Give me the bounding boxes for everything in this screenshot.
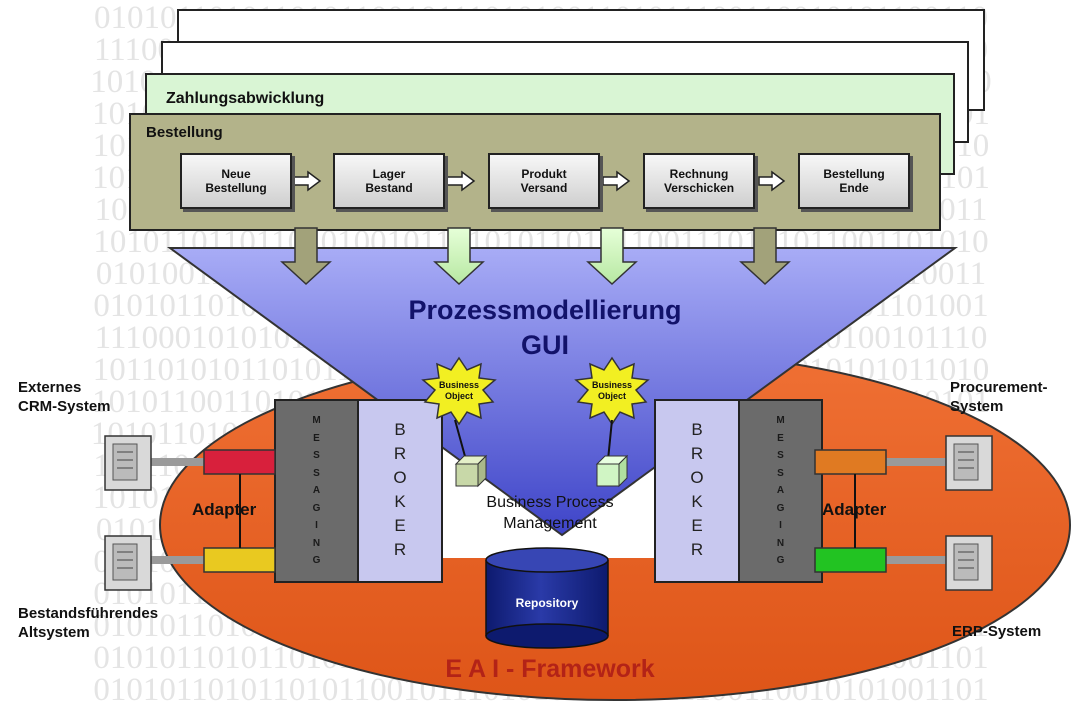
step-lager-bestand: Lager Bestand	[333, 153, 445, 209]
left-cable-top	[150, 458, 205, 466]
step-rechnung-verschicken: Rechnung Verschicken	[643, 153, 755, 209]
right-cable-bottom	[886, 556, 946, 564]
left-broker-block	[357, 399, 443, 583]
modeling-triangle	[166, 247, 959, 537]
right-cable-top	[886, 458, 946, 466]
server-icon	[945, 435, 993, 491]
down-arrows	[280, 227, 791, 286]
system-altsystem: Bestandsführendes Altsystem	[18, 605, 159, 641]
right-adapter-label: Adapter	[822, 500, 887, 519]
step-bestellung-ende: Bestellung Ende	[798, 153, 910, 209]
left-adapter-red	[203, 449, 276, 475]
system-procurement: Procurement- System	[950, 379, 1048, 415]
server-icon	[945, 535, 993, 591]
bo-cube-right	[595, 454, 629, 488]
left-adapter-yellow	[203, 547, 276, 573]
step-arrows	[288, 170, 786, 192]
left-broker-label: B R O K E R	[393, 420, 407, 559]
modeling-subtitle: GUI	[520, 330, 569, 360]
server-icon	[104, 435, 152, 491]
business-object-left	[421, 356, 497, 426]
business-object-label-right: Business Object	[591, 380, 633, 401]
right-adapter-orange	[814, 449, 887, 475]
right-messaging-label: M E S S A G I N G	[776, 415, 785, 566]
bestellung-title: Bestellung	[146, 124, 223, 141]
eai-framework-label: E A I - Framework	[445, 655, 655, 683]
repository-cylinder	[485, 547, 609, 649]
business-object-label-left: Business Object	[438, 380, 480, 401]
system-erp: ERP-System	[952, 623, 1042, 640]
zahlung-title: Zahlungsabwicklung	[166, 90, 325, 107]
left-adapter-label: Adapter	[192, 500, 257, 519]
system-crm: Externes CRM-System	[18, 379, 111, 415]
step-neue-bestellung: Neue Bestellung	[180, 153, 292, 209]
bpm-label: Business Process Management	[486, 494, 614, 532]
right-adapter-green	[814, 547, 887, 573]
bo-cube-left	[454, 454, 488, 488]
left-cable-bottom	[150, 556, 205, 564]
right-broker-label: B R O K E R	[690, 420, 704, 559]
right-messaging-block	[738, 399, 823, 583]
modeling-title: Prozessmodellierung	[408, 295, 682, 325]
server-icon	[104, 535, 152, 591]
left-messaging-label: M E S S A G I N G	[312, 415, 321, 566]
step-produkt-versand: Produkt Versand	[488, 153, 600, 209]
repository-label: Repository	[515, 596, 579, 610]
